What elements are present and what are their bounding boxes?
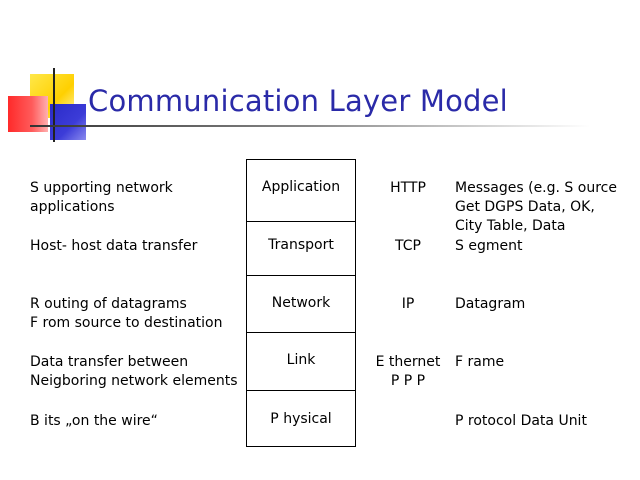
layer-label: Transport bbox=[268, 237, 334, 253]
layer-label: Application bbox=[261, 179, 341, 195]
slide-title: Communication Layer Model bbox=[88, 84, 508, 118]
row-description: S upporting network applications bbox=[30, 180, 173, 215]
layer-stack: Application Transport Network Link P hys… bbox=[246, 159, 356, 447]
logo-vertical-line bbox=[53, 68, 55, 142]
row-data-unit: P rotocol Data Unit bbox=[455, 413, 587, 429]
row-description: B its „on the wire“ bbox=[30, 413, 158, 429]
row-data-unit: F rame bbox=[455, 354, 505, 370]
row-description: Data transfer between Neigboring network… bbox=[30, 354, 238, 389]
row-protocol: E thernet P P P bbox=[375, 354, 441, 389]
row-protocol: TCP bbox=[395, 238, 421, 254]
row-description: Host- host data transfer bbox=[30, 238, 198, 254]
row-data-unit: Messages (e.g. S ource Get DGPS Data, OK… bbox=[455, 180, 617, 234]
row-data-unit: Datagram bbox=[455, 296, 526, 312]
layer-box-physical: P hysical bbox=[247, 391, 355, 447]
layer-box-application: Application bbox=[247, 160, 355, 222]
row-data-unit: S egment bbox=[455, 238, 523, 254]
layer-box-transport: Transport bbox=[247, 222, 355, 276]
logo-blue-square bbox=[50, 104, 86, 140]
slide-logo bbox=[0, 0, 100, 150]
layer-box-network: Network bbox=[247, 276, 355, 333]
title-underline bbox=[30, 125, 590, 127]
row-description: R outing of datagrams F rom source to de… bbox=[30, 296, 223, 331]
layer-label: Network bbox=[271, 295, 331, 311]
row-protocol: IP bbox=[401, 296, 415, 312]
layer-box-link: Link bbox=[247, 333, 355, 391]
layer-label: P hysical bbox=[270, 411, 332, 427]
row-protocol: HTTP bbox=[390, 180, 426, 196]
layer-label: Link bbox=[286, 352, 316, 368]
